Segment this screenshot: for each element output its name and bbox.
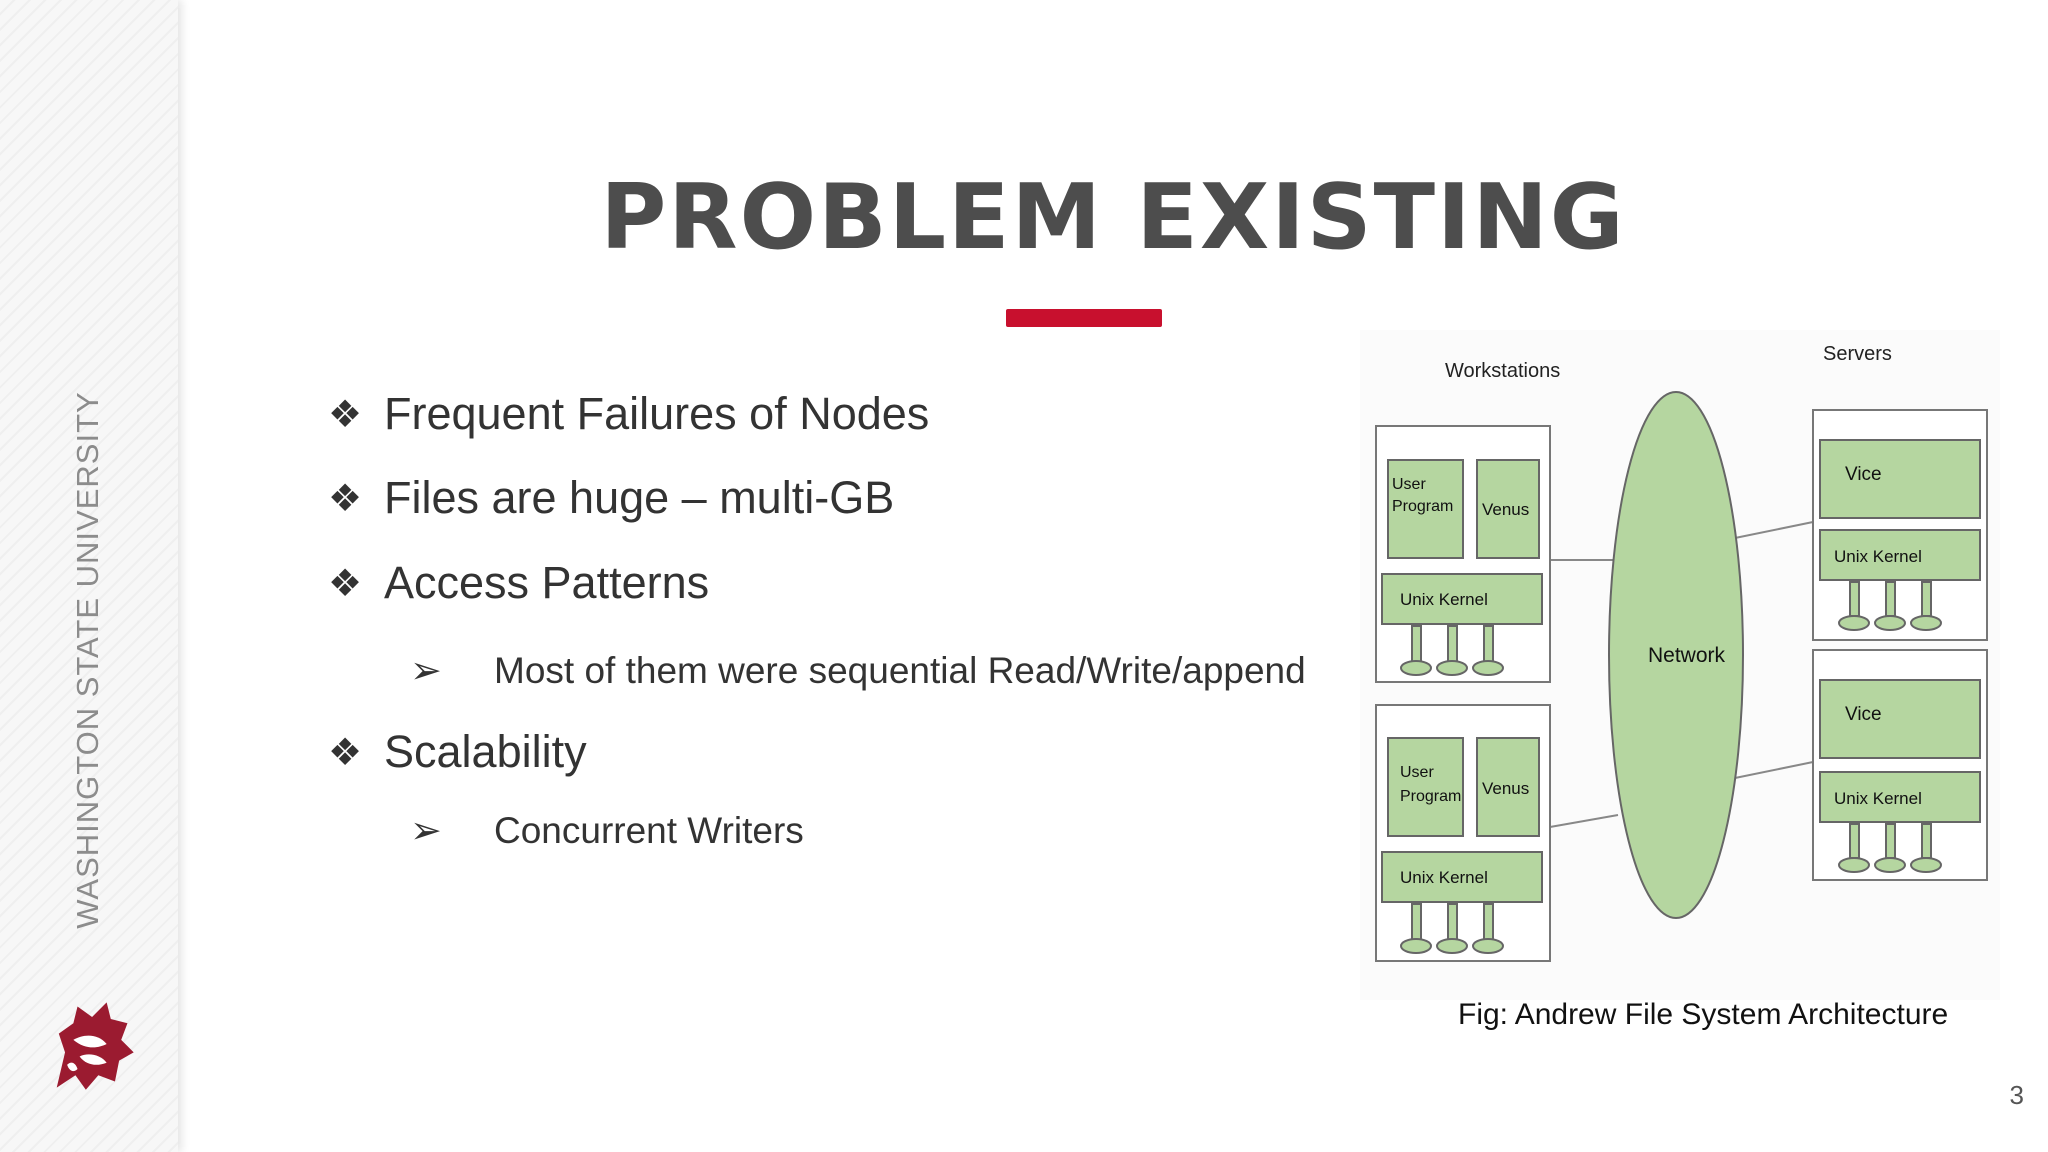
figure-caption: Fig: Andrew File System Architecture (1458, 998, 1949, 1031)
vice-label: Vice (1845, 704, 1882, 725)
bullet-text: Files are huge – multi-GB (384, 472, 895, 523)
diamond-bullet-icon: ❖ (328, 393, 363, 436)
bullet-item: ❖ Access Patterns (328, 557, 709, 609)
diamond-bullet-icon: ❖ (328, 731, 363, 774)
network-label: Network (1648, 644, 1726, 667)
device-pins (1400, 625, 1504, 676)
sub-bullet-text: Concurrent Writers (494, 809, 804, 851)
network-ellipse (1608, 391, 1744, 919)
workstation-1: User Program Venus Unix Kernel (1375, 425, 1551, 683)
sub-bullet-text: Most of them were sequential Read/Write/… (494, 649, 1306, 691)
device-pins (1838, 581, 1942, 631)
vice-box (1819, 679, 1981, 759)
vice-label: Vice (1845, 464, 1882, 485)
slide-title: PROBLEM EXISTING (600, 165, 1626, 270)
university-name: WASHINGTON STATE UNIVERSITY (70, 391, 105, 929)
user-program-label: User (1392, 476, 1426, 493)
user-program-box (1387, 459, 1464, 559)
server-2: Vice Unix Kernel (1812, 649, 1988, 881)
bullet-text: Scalability (384, 726, 587, 777)
bullet-item: ❖ Frequent Failures of Nodes (328, 388, 929, 440)
servers-label: Servers (1823, 343, 1892, 365)
venus-label: Venus (1482, 500, 1529, 519)
bullet-item: ❖ Files are huge – multi-GB (328, 472, 894, 524)
bullet-text: Access Patterns (384, 557, 710, 608)
venus-box (1476, 459, 1540, 559)
sidebar-panel: WASHINGTON STATE UNIVERSITY (0, 0, 178, 1152)
afs-architecture-diagram: Workstations Servers User Program Venus … (1360, 330, 2000, 1000)
user-program-label: Program (1400, 788, 1461, 805)
connector-line (1734, 761, 1814, 779)
vice-box (1819, 439, 1981, 519)
user-program-label: Program (1392, 498, 1453, 515)
user-program-label: User (1400, 764, 1434, 781)
arrowhead-bullet-icon: ➢ (410, 810, 442, 852)
venus-label: Venus (1482, 779, 1529, 798)
bullet-item: ❖ Scalability (328, 726, 587, 778)
diamond-bullet-icon: ❖ (328, 477, 363, 520)
unix-kernel-box (1819, 771, 1981, 823)
arrowhead-bullet-icon: ➢ (410, 650, 442, 692)
unix-kernel-box (1381, 851, 1543, 903)
unix-kernel-label: Unix Kernel (1400, 590, 1488, 609)
title-underline (1006, 309, 1162, 327)
bullet-text: Frequent Failures of Nodes (384, 388, 930, 439)
unix-kernel-label: Unix Kernel (1400, 868, 1488, 887)
user-program-box (1387, 737, 1464, 837)
device-pins (1400, 903, 1504, 954)
connector-line (1734, 521, 1814, 539)
connector-line (1549, 814, 1619, 828)
unix-kernel-label: Unix Kernel (1834, 547, 1922, 566)
unix-kernel-box (1381, 573, 1543, 625)
sub-bullet-item: ➢ Most of them were sequential Read/Writ… (410, 648, 1306, 693)
unix-kernel-box (1819, 529, 1981, 581)
sub-bullet-item: ➢ Concurrent Writers (410, 808, 804, 853)
server-1: Vice Unix Kernel (1812, 409, 1988, 641)
workstation-2: User Program Venus Unix Kernel (1375, 704, 1551, 962)
device-pins (1838, 823, 1942, 873)
venus-box (1476, 737, 1540, 837)
cougar-head-logo-icon (56, 1002, 134, 1090)
diamond-bullet-icon: ❖ (328, 562, 363, 605)
page-number: 3 (2009, 1080, 2024, 1110)
workstations-label: Workstations (1445, 360, 1560, 382)
unix-kernel-label: Unix Kernel (1834, 789, 1922, 808)
